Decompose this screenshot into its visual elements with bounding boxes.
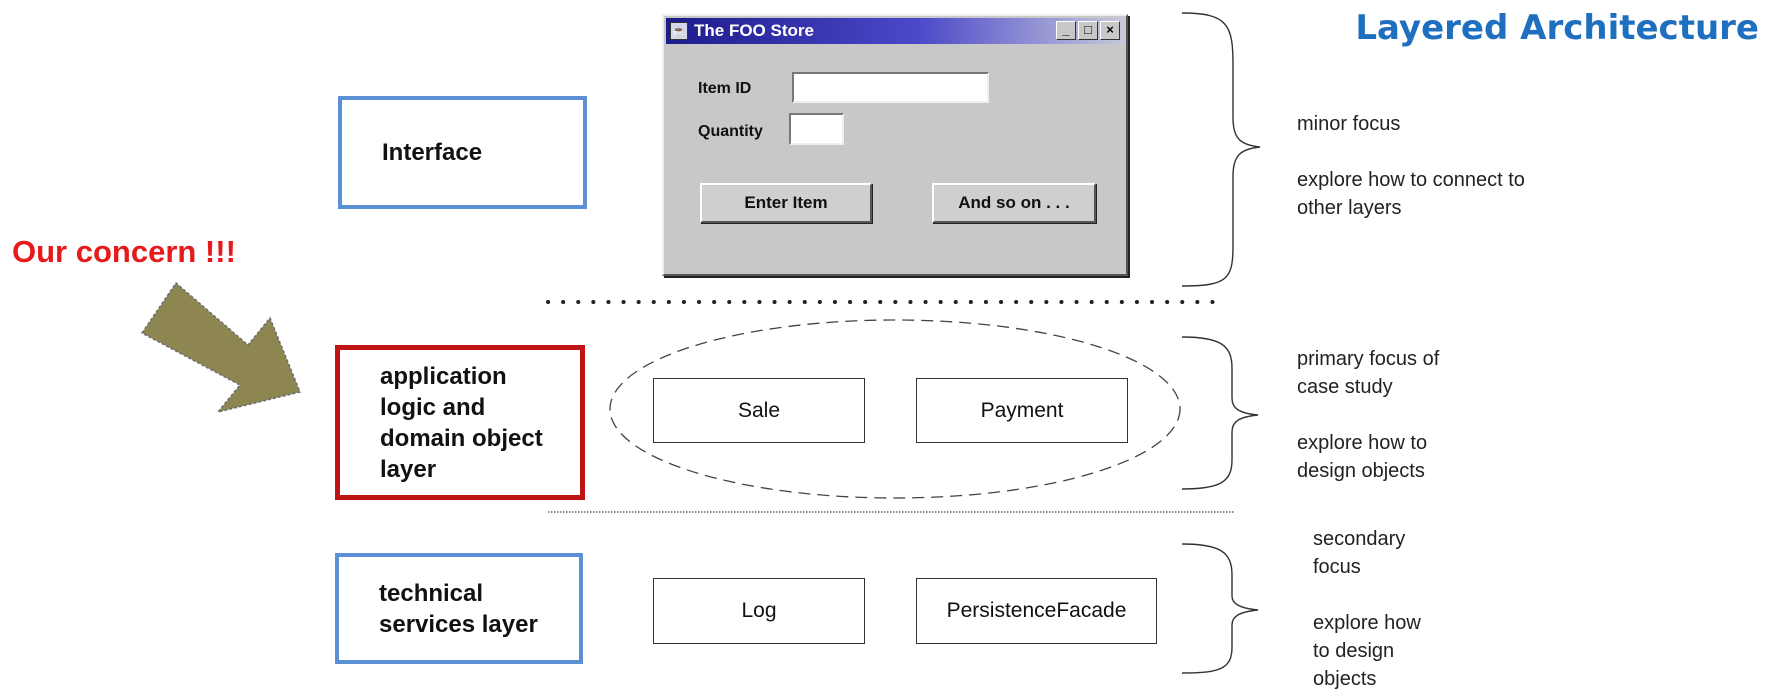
log-label: Log — [741, 599, 777, 622]
interface-layer-label: Interface — [382, 139, 483, 166]
sale-box: Sale — [653, 378, 865, 443]
window-title: The FOO Store — [694, 21, 814, 40]
application-layer-label: application logic and domain object laye… — [380, 362, 543, 483]
brace-application — [1181, 336, 1259, 490]
enter-item-button[interactable]: Enter Item — [700, 183, 872, 223]
persistence-facade-box: PersistenceFacade — [916, 578, 1157, 644]
persistence-facade-label: PersistenceFacade — [946, 599, 1127, 622]
item-id-label: Item ID — [698, 80, 752, 97]
technical-note: secondary focus explore how to design ob… — [1313, 528, 1421, 690]
application-layer-box: application logic and domain object laye… — [335, 345, 585, 500]
brace-technical — [1181, 543, 1259, 674]
window-titlebar[interactable]: ☕ The FOO Store _ □ × — [666, 18, 1124, 44]
concern-label: Our concern !!! — [12, 234, 236, 269]
app-icon: ☕ — [670, 22, 688, 40]
maximize-icon[interactable]: □ — [1078, 21, 1098, 40]
close-icon[interactable]: × — [1100, 21, 1120, 40]
quantity-input[interactable] — [789, 113, 844, 145]
concern-arrow-icon — [140, 281, 302, 414]
quantity-label: Quantity — [698, 123, 763, 140]
brace-interface — [1181, 12, 1261, 287]
interface-note: minor focus explore how to connect to ot… — [1297, 113, 1525, 219]
window-controls: _ □ × — [1056, 21, 1120, 40]
domain-ellipse — [609, 319, 1181, 499]
payment-label: Payment — [980, 398, 1064, 422]
page-title: Layered Architecture — [1355, 8, 1759, 48]
sale-label: Sale — [737, 398, 781, 422]
log-box: Log — [653, 578, 865, 644]
technical-layer-box: technical services layer — [335, 553, 583, 664]
interface-layer-box: Interface — [338, 96, 587, 209]
item-id-input[interactable] — [792, 72, 989, 103]
foo-store-window: ☕ The FOO Store _ □ × Item ID Quantity E… — [662, 14, 1128, 276]
minimize-icon[interactable]: _ — [1056, 21, 1076, 40]
payment-box: Payment — [916, 378, 1128, 443]
technical-layer-label: technical services layer — [379, 579, 538, 638]
application-note: primary focus of case study explore how … — [1297, 348, 1440, 482]
and-so-on-button[interactable]: And so on . . . — [932, 183, 1096, 223]
